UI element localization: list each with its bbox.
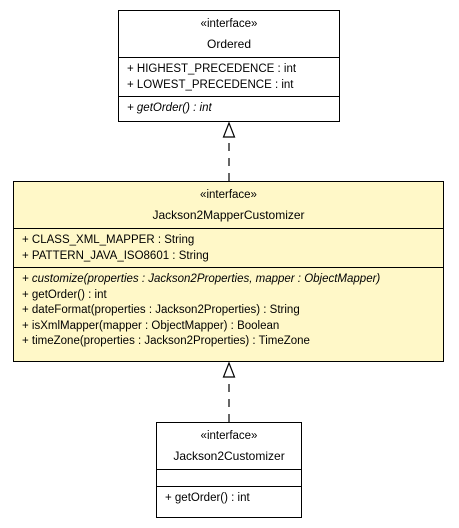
operation-time-zone: + timeZone(properties : Jackson2Properti… — [22, 335, 310, 347]
operation-customize: + customize(properties : Jackson2Propert… — [22, 273, 381, 285]
realization-arrowhead-icon — [222, 361, 236, 378]
attributes-section-jackson2customizer — [157, 470, 301, 486]
operation-get-order: + getOrder() : int — [165, 492, 250, 504]
class-header-jackson2mappercustomizer: «interface» Jackson2MapperCustomizer — [14, 182, 443, 229]
class-box-ordered[interactable]: «interface» Ordered + HIGHEST_PRECEDENCE… — [118, 10, 340, 122]
attributes-section-jackson2mappercustomizer: + CLASS_XML_MAPPER : String + PATTERN_JA… — [14, 229, 443, 267]
stereotype-label: «interface» — [200, 189, 257, 201]
realization-customizer-to-mappercustomizer — [222, 361, 236, 422]
operations-section-jackson2mappercustomizer: + customize(properties : Jackson2Propert… — [14, 267, 443, 353]
class-box-jackson2customizer[interactable]: «interface» Jackson2Customizer + getOrde… — [156, 422, 302, 518]
attribute-lowest-precedence: + LOWEST_PRECEDENCE : int — [127, 78, 294, 91]
class-name-jackson2mappercustomizer: Jackson2MapperCustomizer — [152, 208, 305, 222]
class-header-ordered: «interface» Ordered — [119, 11, 339, 58]
class-name-jackson2customizer: Jackson2Customizer — [173, 449, 285, 463]
operation-is-xml-mapper: + isXmlMapper(mapper : ObjectMapper) : B… — [22, 319, 280, 332]
attributes-section-ordered: + HIGHEST_PRECEDENCE : int + LOWEST_PREC… — [119, 58, 339, 96]
attribute-class-xml-mapper: + CLASS_XML_MAPPER : String — [22, 234, 195, 246]
operation-date-format: + dateFormat(properties : Jackson2Proper… — [22, 304, 300, 316]
attribute-pattern-java-iso8601: + PATTERN_JAVA_ISO8601 : String — [22, 249, 209, 262]
stereotype-label: «interface» — [200, 430, 258, 442]
operations-section-ordered: + getOrder() : int — [119, 96, 339, 120]
operations-section-jackson2customizer: + getOrder() : int — [157, 486, 301, 510]
attribute-highest-precedence: + HIGHEST_PRECEDENCE : int — [127, 63, 297, 75]
stereotype-label: «interface» — [200, 18, 258, 30]
operation-get-order: + getOrder() : int — [22, 288, 107, 301]
realization-mappercustomizer-to-ordered — [222, 121, 236, 181]
operation-get-order: + getOrder() : int — [127, 102, 212, 114]
class-name-ordered: Ordered — [206, 37, 252, 51]
class-header-jackson2customizer: «interface» Jackson2Customizer — [157, 423, 301, 470]
class-box-jackson2mappercustomizer[interactable]: «interface» Jackson2MapperCustomizer + C… — [13, 181, 444, 362]
realization-arrowhead-icon — [222, 121, 236, 138]
